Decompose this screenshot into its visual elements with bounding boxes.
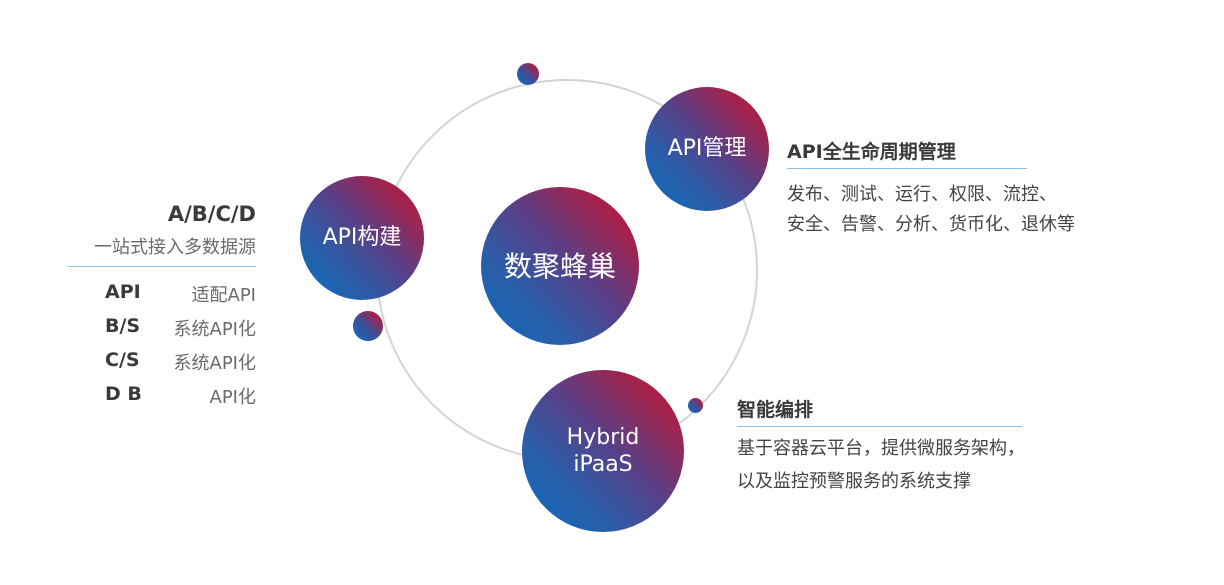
node-api-manage: API管理 (645, 87, 769, 211)
api-build-row-value: 系统API化 (173, 319, 256, 340)
node-hybrid-line1: Hybrid (566, 424, 640, 450)
api-build-row-value: 系统API化 (173, 353, 256, 374)
api-manage-line2: 安全、告警、分析、货币化、退休等 (787, 214, 1075, 235)
node-api-manage-label: API管理 (667, 136, 747, 162)
node-hybrid-line2: iPaaS (573, 452, 633, 477)
node-api-build-label: API构建 (322, 225, 402, 251)
node-hybrid-ipaas-label: Hybrid iPaaS (567, 424, 640, 479)
center-circle: 数聚蜂巢 (481, 187, 639, 345)
api-build-row-key: C/S (105, 349, 140, 371)
api-build-title: A/B/C/D (167, 202, 256, 226)
orchestration-line2: 以及监控预警服务的系统支撑 (737, 471, 971, 492)
orchestration-title: 智能编排 (737, 399, 814, 421)
api-build-row-key: D B (105, 383, 142, 405)
orbit-dot-top (517, 63, 539, 85)
api-manage-title: API全生命周期管理 (787, 141, 956, 163)
api-build-row-value: 适配API (191, 285, 256, 306)
orbit-dot-right (688, 398, 703, 413)
api-build-row-value: API化 (209, 387, 256, 408)
node-api-build: API构建 (300, 176, 424, 300)
node-hybrid-ipaas: Hybrid iPaaS (522, 370, 684, 532)
orchestration-line1: 基于容器云平台，提供微服务架构， (737, 438, 1025, 459)
api-manage-line1: 发布、测试、运行、权限、流控、 (787, 184, 1057, 205)
api-build-rule (68, 266, 256, 267)
orbit-dot-left (353, 311, 383, 341)
api-build-row-key: B/S (105, 315, 141, 337)
api-manage-rule (787, 168, 1027, 169)
api-build-subtitle: 一站式接入多数据源 (94, 237, 256, 258)
center-label: 数聚蜂巢 (503, 249, 616, 283)
api-build-row-key: API (105, 281, 141, 303)
orchestration-rule (737, 426, 1022, 427)
